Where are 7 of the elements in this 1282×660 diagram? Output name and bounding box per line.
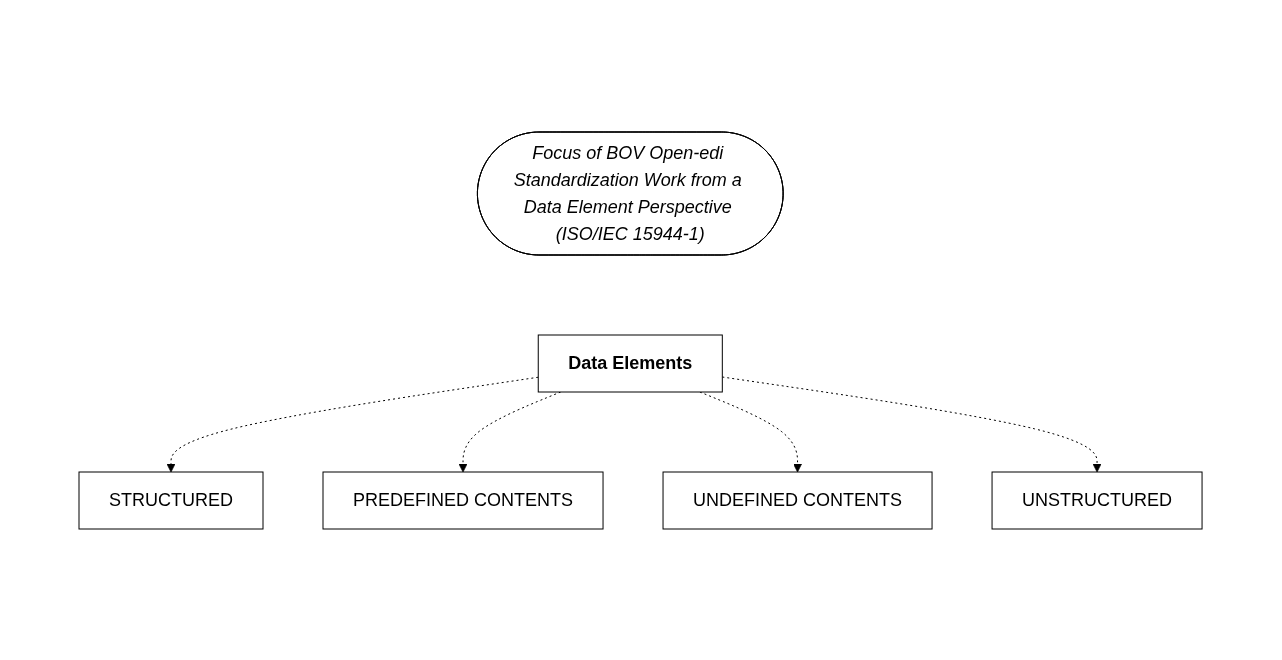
node-box: STRUCTURED [78, 471, 264, 529]
node-box: UNDEFINED CONTENTS [663, 471, 933, 529]
node-box: UNSTRUCTURED [992, 471, 1203, 529]
node-box: Data Elements [538, 334, 724, 392]
node-box: PREDEFINED CONTENTS [322, 471, 604, 529]
arrow [167, 376, 540, 472]
arrow [722, 376, 1102, 472]
